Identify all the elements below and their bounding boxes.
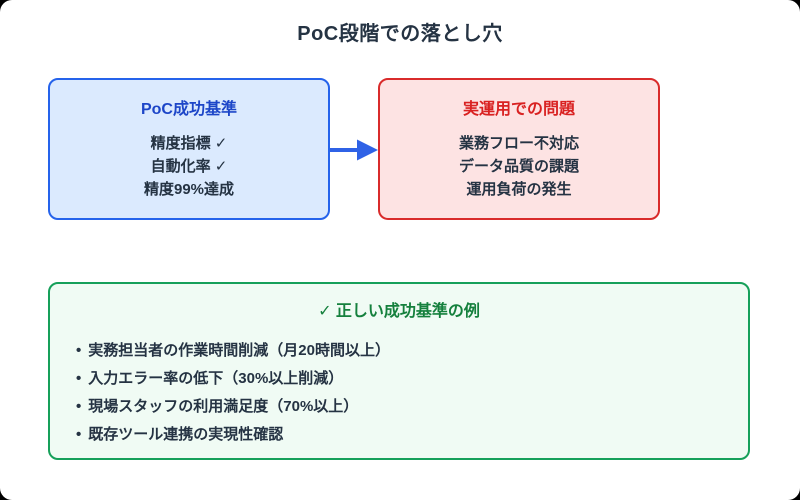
problem-box-line: データ品質の課題 <box>458 158 579 175</box>
poc-box-line: 精度99%達成 <box>143 181 235 198</box>
list-item-text: 現場スタッフの利用満足度（70%以上） <box>88 398 359 415</box>
list-item-text: 既存ツール連携の実現性確認 <box>88 426 284 443</box>
list-item: • 既存ツール連携の実現性確認 <box>76 421 748 449</box>
production-problems-box: 実運用での問題 業務フロー不対応 データ品質の課題 運用負荷の発生 <box>378 78 660 220</box>
problem-box-line: 業務フロー不対応 <box>458 135 579 152</box>
list-item-text: 入力エラー率の低下（30%以上削減） <box>88 370 344 387</box>
page-title: PoC段階での落とし穴 <box>297 23 503 45</box>
correct-criteria-box: ✓ 正しい成功基準の例 • 実務担当者の作業時間削減（月20時間以上） • 入力… <box>48 282 750 460</box>
list-item: • 現場スタッフの利用満足度（70%以上） <box>76 393 748 421</box>
poc-success-criteria-box: PoC成功基準 精度指標 ✓ 自動化率 ✓ 精度99%達成 <box>48 78 330 220</box>
list-item-text: 実務担当者の作業時間削減（月20時間以上） <box>88 342 390 359</box>
poc-box-line: 精度指標 ✓ <box>150 135 228 152</box>
correct-criteria-list: • 実務担当者の作業時間削減（月20時間以上） • 入力エラー率の低下（30%以… <box>50 337 748 449</box>
poc-box-title: PoC成功基準 <box>140 101 237 118</box>
poc-box-line: 自動化率 ✓ <box>150 158 228 175</box>
correct-criteria-title: ✓ 正しい成功基準の例 <box>318 303 480 320</box>
bullet-icon: • <box>76 342 82 359</box>
list-item: • 実務担当者の作業時間削減（月20時間以上） <box>76 337 748 365</box>
list-item: • 入力エラー率の低下（30%以上削減） <box>76 365 748 393</box>
problem-box-line: 運用負荷の発生 <box>466 181 572 198</box>
bullet-icon: • <box>76 398 82 415</box>
problem-box-title: 実運用での問題 <box>462 101 575 118</box>
flow-arrow-icon <box>330 139 378 161</box>
bullet-icon: • <box>76 370 82 387</box>
bullet-icon: • <box>76 426 82 443</box>
